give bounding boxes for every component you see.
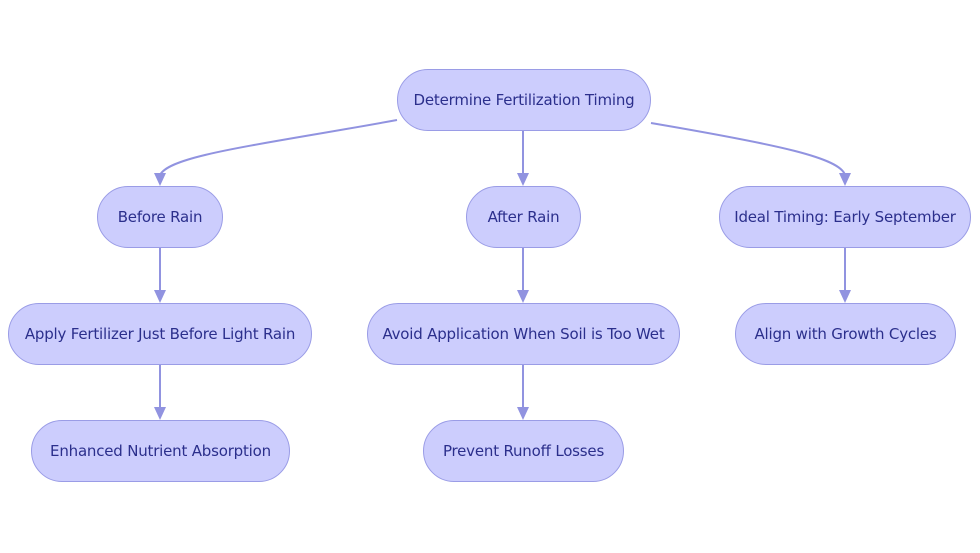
node-before-rain: Before Rain <box>97 186 223 248</box>
node-apply-fertilizer: Apply Fertilizer Just Before Light Rain <box>8 303 312 365</box>
arrowhead-avoid <box>517 290 529 303</box>
arrowhead-prevent <box>517 407 529 420</box>
node-align-growth-cycles: Align with Growth Cycles <box>735 303 956 365</box>
edge-root-to-before-rain <box>159 119 398 176</box>
node-enhanced-nutrient-absorption: Enhanced Nutrient Absorption <box>31 420 290 482</box>
arrowhead-before-rain <box>154 173 166 186</box>
edge-root-to-ideal-timing <box>650 122 846 176</box>
arrowhead-align <box>839 290 851 303</box>
arrowhead-apply <box>154 290 166 303</box>
node-after-rain: After Rain <box>466 186 581 248</box>
node-avoid-application: Avoid Application When Soil is Too Wet <box>367 303 680 365</box>
node-prevent-runoff-losses: Prevent Runoff Losses <box>423 420 624 482</box>
node-ideal-timing: Ideal Timing: Early September <box>719 186 971 248</box>
node-determine-fertilization-timing: Determine Fertilization Timing <box>397 69 651 131</box>
arrowhead-enhanced <box>154 407 166 420</box>
arrowhead-after-rain <box>517 173 529 186</box>
arrowhead-ideal-timing <box>839 173 851 186</box>
